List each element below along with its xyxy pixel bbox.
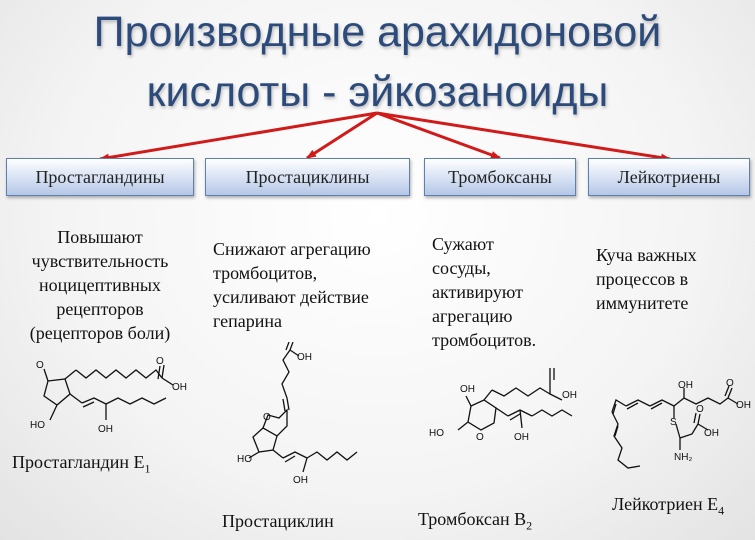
description-prostaglandins: Повышают чувствительность ноцицептивных …: [10, 225, 190, 345]
description-line: тромбоцитов,: [213, 263, 318, 283]
caption-text: Простагландин E: [12, 452, 145, 472]
atom-label: OH: [678, 380, 693, 391]
description-line: агрегацию: [432, 306, 513, 326]
atom-label: OH: [704, 428, 719, 439]
description-line: иммунитете: [596, 293, 689, 313]
description-line: гепарина: [213, 311, 283, 331]
category-label: Тромбоксаны: [448, 166, 552, 187]
caption-text: Лейкотриен E: [612, 494, 719, 514]
atom-label: O: [263, 412, 271, 423]
category-label: Простагландины: [35, 166, 165, 187]
title-line-1: Производные арахидоновой: [93, 8, 662, 56]
structure-prostaglandin-e1: O OH O HO OH: [22, 348, 202, 443]
atom-label: OH: [562, 390, 577, 401]
branch-arrows: [99, 111, 671, 162]
atom-label: S: [670, 417, 677, 428]
description-line: Повышают: [57, 227, 143, 247]
category-box-thromboxanes: Тромбоксаны: [424, 158, 576, 196]
description-line: (рецепторов боли): [29, 323, 171, 343]
caption-thromboxane: Тромбоксан B2: [418, 509, 532, 534]
category-label: Простациклины: [245, 166, 370, 187]
description-line: сосуды,: [432, 258, 491, 278]
title-line-2: кислоты - эйкозаноиды: [146, 68, 609, 116]
atom-label: OH: [297, 352, 312, 363]
atom-label: O: [156, 356, 164, 367]
caption-subscript: 2: [526, 518, 533, 533]
atom-label: OH: [460, 384, 475, 395]
description-prostacyclins: Снижают агрегацию тромбоцитов, усиливают…: [213, 237, 413, 333]
description-line: Снижают агрегацию: [213, 239, 371, 259]
caption-text: Тромбоксан B: [418, 509, 527, 529]
atom-label: OH: [293, 475, 308, 486]
atom-label: NH₂: [674, 452, 692, 463]
structure-prostacyclin: OH O HO OH: [235, 342, 365, 492]
structure-leukotriene-e4: OH OH O S O OH NH₂: [604, 376, 752, 481]
description-line: рецепторов: [56, 299, 144, 319]
description-line: чувствительность: [31, 251, 169, 271]
arrow-prostacyclins: [306, 111, 378, 160]
atom-label: OH: [172, 382, 187, 393]
description-line: Сужают: [432, 234, 494, 254]
atom-label: O: [476, 432, 484, 443]
description-line: процессов в: [596, 269, 689, 289]
caption-prostaglandin: Простагландин E1: [12, 452, 151, 477]
atom-label: O: [726, 378, 734, 389]
atom-label: O: [696, 404, 704, 415]
caption-leukotriene: Лейкотриен E4: [612, 494, 724, 519]
description-line: тромбоцитов.: [432, 330, 537, 350]
description-thromboxanes: Сужают сосуды, активируют агрегацию тром…: [432, 232, 572, 352]
description-line: активируют: [432, 282, 523, 302]
caption-prostacyclin: Простациклин: [222, 511, 334, 536]
arrow-thromboxanes: [376, 111, 501, 160]
atom-label: HO: [237, 454, 252, 465]
atom-label: OH: [514, 432, 529, 443]
category-label: Лейкотриены: [617, 166, 721, 187]
description-leukotrienes: Куча важных процессов в иммунитете: [596, 243, 746, 315]
arrow-leukotrienes: [376, 111, 671, 162]
atom-label: HO: [30, 420, 45, 431]
category-box-prostacyclins: Простациклины: [205, 158, 410, 196]
category-box-leukotrienes: Лейкотриены: [588, 158, 750, 196]
atom-label: OH: [98, 424, 113, 435]
caption-text: Простациклин: [222, 511, 334, 531]
structure-thromboxane-b2: OH HO O OH OH: [426, 368, 586, 468]
description-line: Куча важных: [596, 245, 697, 265]
atom-label: HO: [429, 428, 444, 439]
caption-subscript: 1: [144, 461, 151, 476]
description-line: усиливают действие: [213, 287, 369, 307]
page-title: Производные арахидоновой кислоты - эйкоз…: [0, 2, 755, 122]
category-box-prostaglandins: Простагландины: [6, 158, 194, 196]
arrow-prostaglandins: [99, 111, 378, 162]
caption-subscript: 4: [718, 503, 725, 518]
atom-label: OH: [736, 400, 751, 411]
atom-label: O: [36, 360, 44, 371]
description-line: ноцицептивных: [39, 275, 161, 295]
